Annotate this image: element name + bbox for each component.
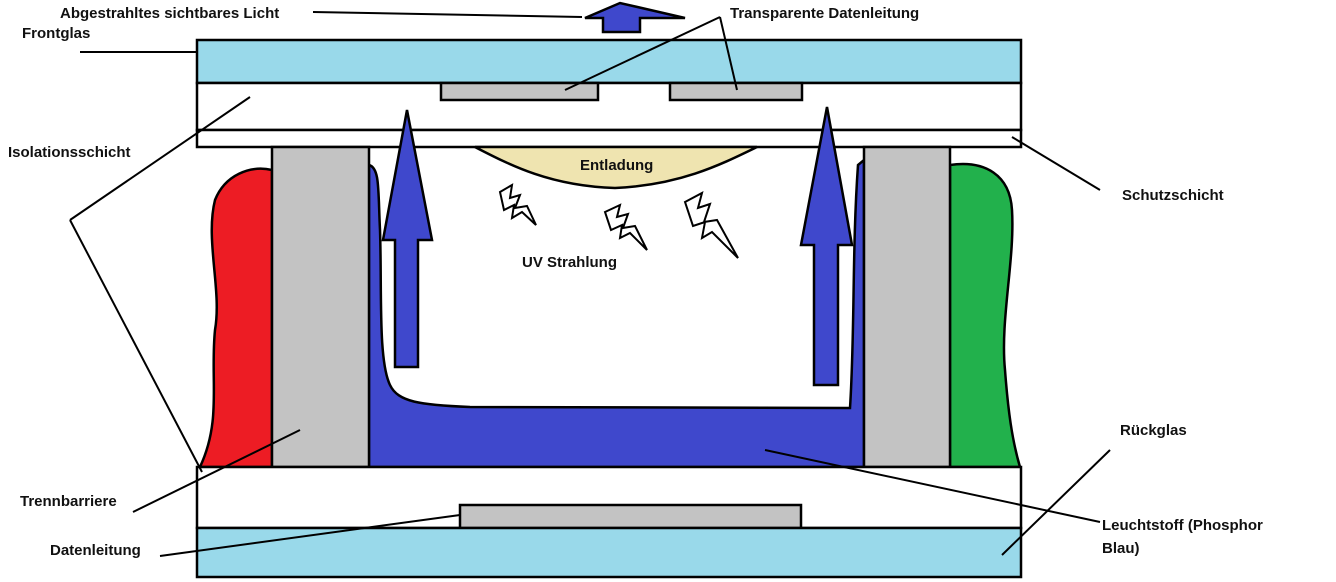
emitted-light-arrow	[584, 1, 686, 34]
insulation-layer	[195, 81, 1023, 132]
protective-layer	[195, 128, 1023, 149]
separation-barrier-right	[862, 145, 952, 469]
discharge-area	[474, 145, 758, 190]
separation-barrier-left	[270, 145, 371, 469]
label-emitted-light: Abgestrahltes sichtbares Licht	[60, 5, 279, 22]
leader-lines	[69, 11, 1111, 557]
label-back-glass: Rückglas	[1120, 422, 1187, 439]
label-insulation-layer: Isolationsschicht	[8, 144, 131, 161]
label-front-glass: Frontglas	[22, 25, 90, 42]
label-transparent-data-line: Transparente Datenleitung	[730, 5, 919, 22]
label-discharge: Entladung	[580, 157, 653, 174]
up-arrow-left	[381, 109, 434, 369]
label-uv-radiation: UV Strahlung	[522, 254, 617, 271]
phosphor-red	[198, 167, 274, 469]
label-protective-layer: Schutzschicht	[1122, 187, 1224, 204]
lightning-icon	[683, 191, 739, 259]
label-data-line: Datenleitung	[50, 542, 141, 559]
phosphor-green	[948, 162, 1022, 469]
lightning-icon	[603, 203, 648, 251]
front-glass	[195, 38, 1023, 85]
phosphor-blue	[367, 157, 866, 469]
data-line	[458, 503, 803, 530]
transparent-data-line-left	[439, 81, 600, 102]
label-phosphor-line2: Blau)	[1102, 540, 1140, 557]
lightning-icon	[498, 183, 537, 226]
up-arrow-right	[799, 106, 854, 387]
label-phosphor-line1: Leuchtstoff (Phosphor	[1102, 517, 1263, 534]
label-separation-barrier: Trennbarriere	[20, 493, 117, 510]
back-glass	[195, 526, 1023, 579]
